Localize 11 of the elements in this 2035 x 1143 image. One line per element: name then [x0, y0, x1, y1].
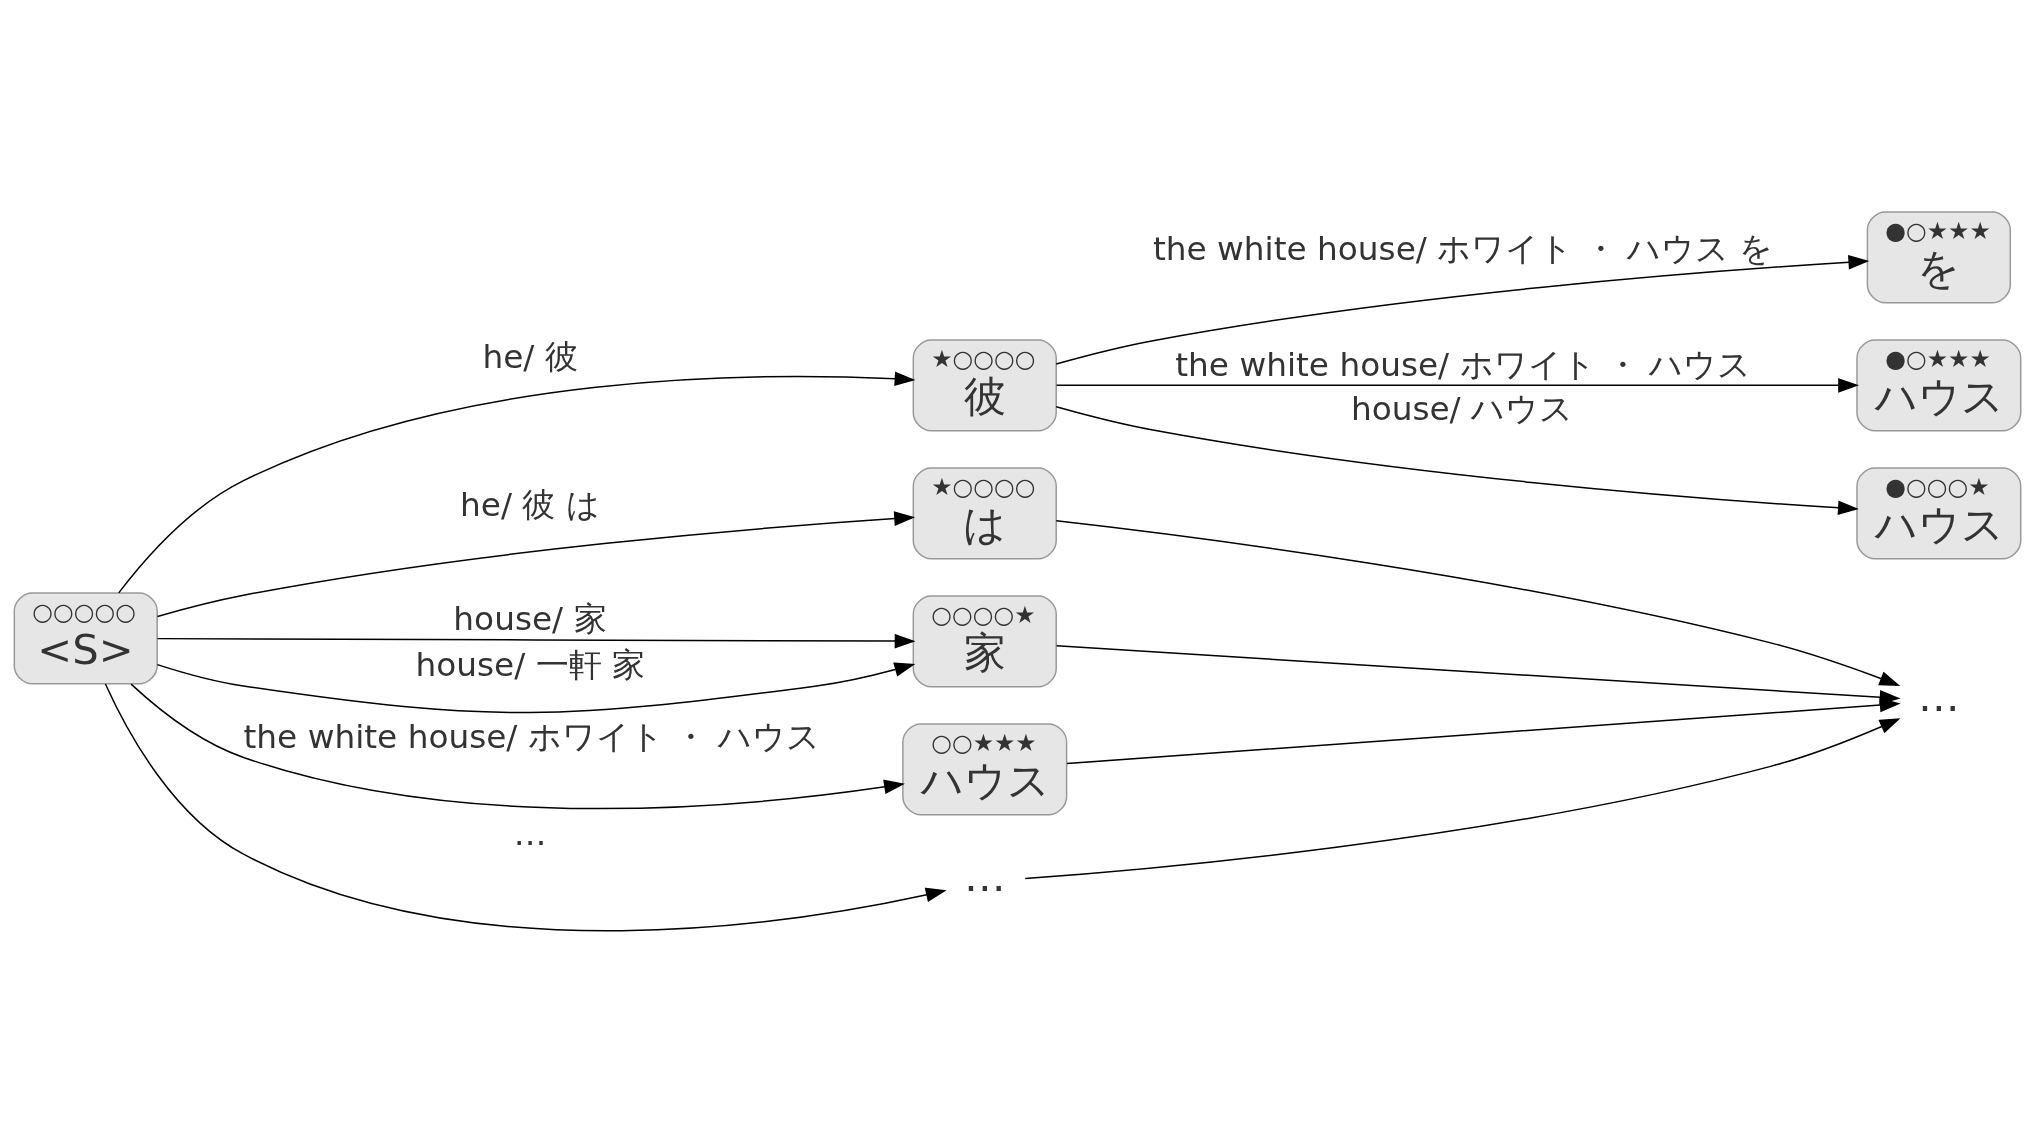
node-text: … — [963, 852, 1006, 902]
node-text: … — [1918, 672, 1960, 722]
edge-label: he/ 彼 は — [460, 485, 600, 524]
edge-label: house/ 家 — [453, 600, 607, 639]
edge-label: he/ 彼 — [482, 338, 578, 377]
edge-label: … — [513, 814, 547, 853]
edge-label: the white house/ ホワイト ・ ハウス を — [1152, 229, 1774, 268]
edge-label: the white house/ ホワイト ・ ハウス — [243, 717, 820, 756]
edge-label: the white house/ ホワイト ・ ハウス — [1175, 345, 1752, 384]
edge-label: house/ 一軒 家 — [415, 646, 645, 685]
edge-label: house/ ハウス — [1350, 390, 1574, 429]
